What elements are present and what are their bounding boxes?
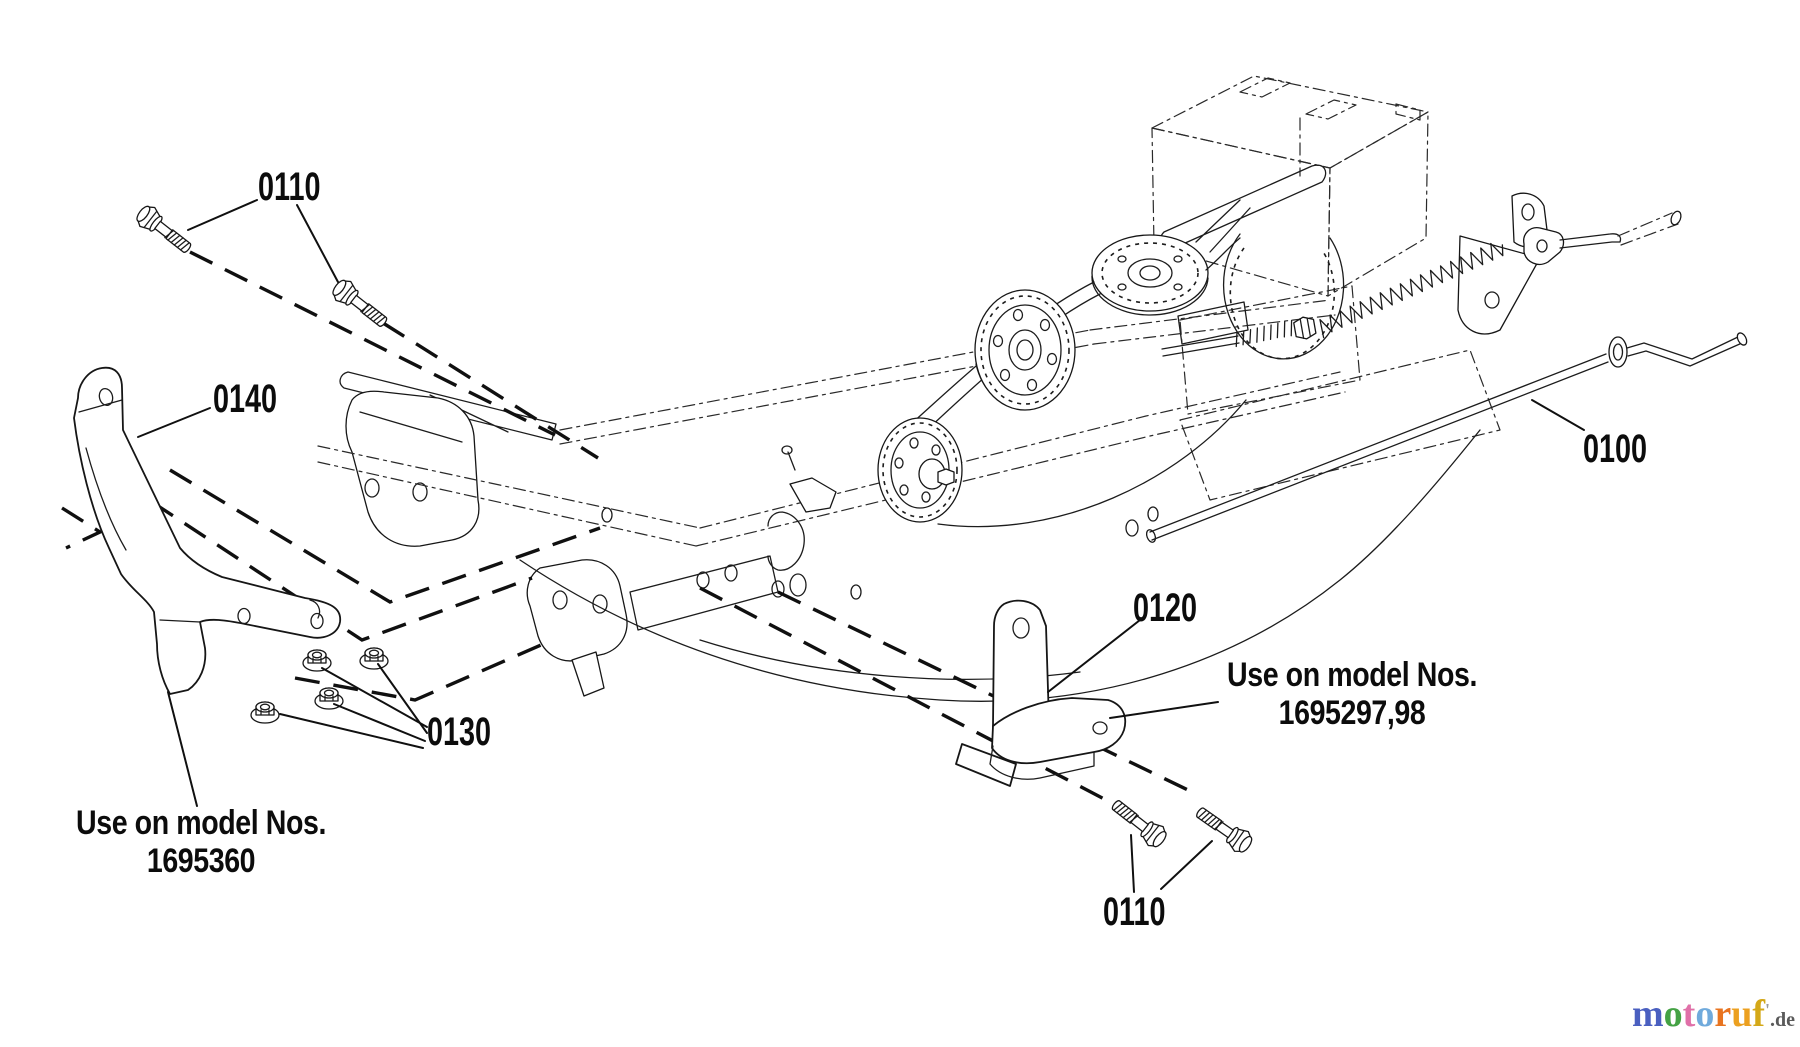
motoruf-watermark: motoruf'.de bbox=[1632, 995, 1795, 1033]
watermark-letter: t bbox=[1682, 993, 1696, 1035]
callout-bolts-bottom: 0110 bbox=[1103, 890, 1166, 934]
watermark-letter: r bbox=[1714, 993, 1732, 1035]
leader-lines bbox=[137, 199, 1585, 893]
model-note-right-line2: 1695297,98 bbox=[1278, 694, 1426, 732]
model-note-left-line1: Use on model Nos. bbox=[76, 804, 326, 842]
engine-ghost-box bbox=[1151, 75, 1429, 297]
watermark-tick: ' bbox=[1764, 1000, 1770, 1020]
bracket-left-0140 bbox=[73, 366, 341, 695]
spring-rod-hex-nut bbox=[1293, 316, 1317, 340]
pulley-belt-cluster bbox=[877, 164, 1345, 528]
watermark-letter: m bbox=[1632, 993, 1664, 1035]
flange-nuts-0130 bbox=[250, 647, 389, 724]
model-note-right-line1: Use on model Nos. bbox=[1227, 656, 1477, 694]
model-note-left: Use on model Nos. 1695360 bbox=[58, 804, 344, 880]
projection-lines bbox=[61, 250, 1189, 804]
watermark-letter: o bbox=[1695, 993, 1715, 1035]
watermark-domain-suffix: .de bbox=[1770, 1009, 1795, 1031]
coil-spring bbox=[1319, 242, 1504, 339]
hex-bolts-0110 bbox=[132, 201, 1257, 858]
tension-spring-assembly bbox=[1161, 210, 1682, 357]
callout-lift-rod: 0100 bbox=[1583, 427, 1648, 471]
watermark-letter: u bbox=[1731, 993, 1753, 1035]
lift-rod bbox=[1145, 332, 1748, 543]
watermark-letter: o bbox=[1663, 993, 1683, 1035]
callout-bracket-right: 0120 bbox=[1133, 586, 1198, 630]
model-note-right: Use on model Nos. 1695297,98 bbox=[1209, 656, 1495, 732]
callout-flange-nuts: 0130 bbox=[427, 710, 492, 754]
callout-bracket-left: 0140 bbox=[213, 377, 278, 421]
bracket-right-0120 bbox=[955, 599, 1127, 787]
deck-frame-ghost bbox=[317, 192, 1549, 702]
model-note-left-line2: 1695360 bbox=[146, 842, 256, 880]
callout-bolts-top: 0110 bbox=[258, 165, 321, 209]
watermark-letter: f bbox=[1752, 993, 1765, 1035]
